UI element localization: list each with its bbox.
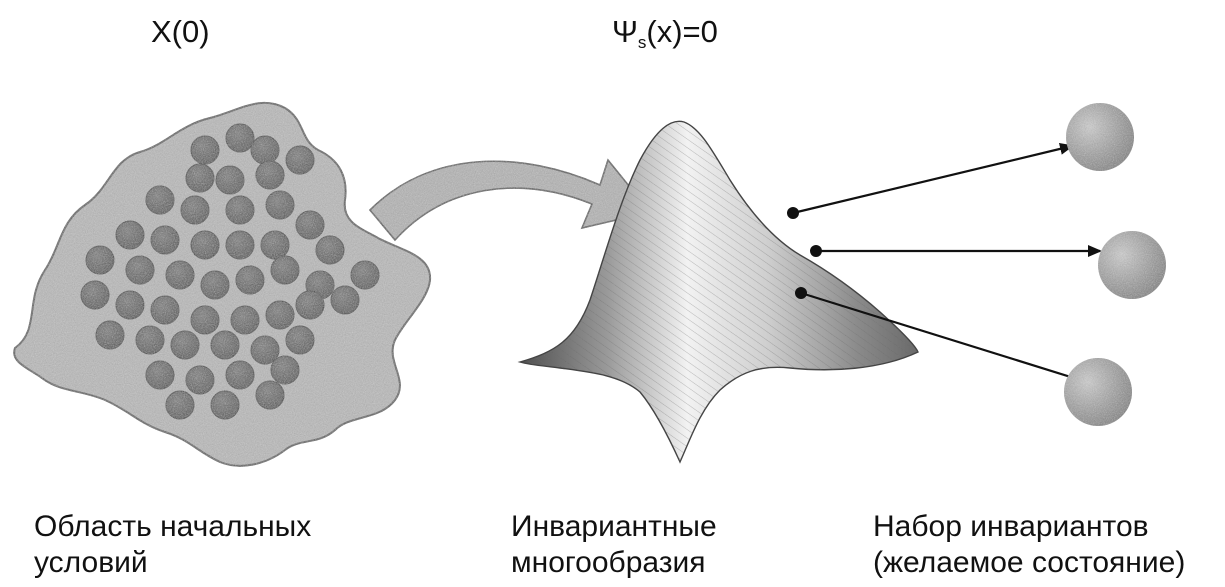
particle — [191, 136, 219, 164]
caption-invariant-set-line1: Набор инвариантов — [873, 509, 1185, 545]
surface-point-1 — [787, 207, 799, 219]
particle — [186, 164, 214, 192]
particle — [146, 186, 174, 214]
particle — [256, 161, 284, 189]
particle — [261, 231, 289, 259]
particle — [226, 231, 254, 259]
particle — [86, 246, 114, 274]
particle — [186, 366, 214, 394]
particle — [316, 236, 344, 264]
psi-symbol: Ψ — [612, 14, 638, 49]
particle — [211, 391, 239, 419]
particle — [126, 256, 154, 284]
particle — [201, 271, 229, 299]
caption-invariant-set: Набор инвариантов (желаемое состояние) — [873, 509, 1185, 581]
particle — [266, 191, 294, 219]
particle — [226, 196, 254, 224]
manifold-equation-label: Ψs(x)=0 — [612, 14, 718, 53]
particle — [151, 226, 179, 254]
particle — [211, 331, 239, 359]
particle — [191, 231, 219, 259]
particle — [296, 211, 324, 239]
caption-initial-region-line1: Область начальных — [34, 509, 311, 545]
caption-manifolds-line1: Инвариантные — [511, 509, 717, 545]
particle — [191, 306, 219, 334]
particle — [151, 296, 179, 324]
invariant-manifold-surface — [520, 121, 918, 462]
particle — [271, 256, 299, 284]
particle — [251, 136, 279, 164]
particle — [256, 381, 284, 409]
equation-rest: (x)=0 — [646, 14, 718, 49]
mapping-arrow — [370, 160, 650, 240]
particle — [296, 291, 324, 319]
particle — [116, 221, 144, 249]
particle — [286, 326, 314, 354]
caption-invariant-set-line2: (желаемое состояние) — [873, 545, 1185, 581]
particle — [81, 281, 109, 309]
particle — [136, 326, 164, 354]
particle — [216, 166, 244, 194]
caption-manifolds-line2: многообразия — [511, 545, 717, 581]
particle — [166, 261, 194, 289]
particle — [271, 356, 299, 384]
invariant-ball-3 — [1064, 358, 1132, 426]
particle — [231, 306, 259, 334]
particle — [266, 301, 294, 329]
particle — [171, 331, 199, 359]
caption-manifolds: Инвариантные многообразия — [511, 509, 717, 581]
particle — [181, 196, 209, 224]
invariant-ball-1 — [1066, 103, 1134, 171]
invariant-ball-2 — [1098, 231, 1166, 299]
particle — [96, 321, 124, 349]
initial-state-label: X(0) — [151, 14, 210, 50]
particle — [146, 361, 174, 389]
caption-initial-region: Область начальных условий — [34, 509, 311, 581]
surface-point-3 — [795, 287, 807, 299]
particle — [226, 361, 254, 389]
caption-initial-region-line2: условий — [34, 545, 311, 581]
surface-point-2 — [810, 245, 822, 257]
particle — [236, 266, 264, 294]
particle — [116, 291, 144, 319]
invariant-set — [1064, 103, 1166, 426]
particle — [331, 286, 359, 314]
particle — [286, 146, 314, 174]
particle — [351, 261, 379, 289]
particle — [226, 124, 254, 152]
particle — [166, 391, 194, 419]
arrow-to-invariant-1 — [793, 146, 1072, 213]
